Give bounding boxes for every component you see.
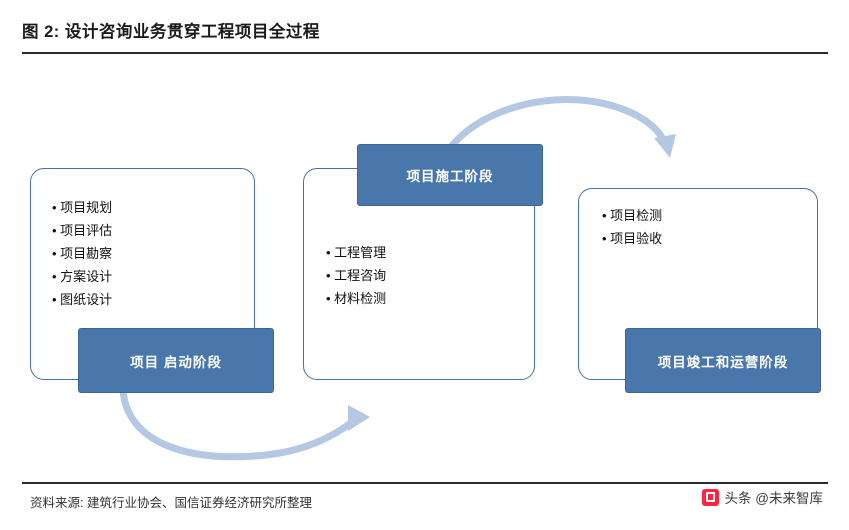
stage-1-label-box: 项目 启动阶段: [78, 328, 274, 393]
toutiao-logo-icon: [701, 488, 719, 506]
stage-2-bullet-1: 工程咨询: [326, 264, 386, 287]
stage-1-bullet-4: 图纸设计: [52, 288, 112, 311]
watermark: 头条 @未来智库: [701, 487, 823, 507]
watermark-text: 头条 @未来智库: [724, 491, 823, 506]
page-title: 图 2: 设计咨询业务贯穿工程项目全过程: [22, 23, 320, 41]
figure-header: 图 2: 设计咨询业务贯穿工程项目全过程: [22, 18, 827, 52]
process-flow-diagram: 项目规划 项目评估 项目勘察 方案设计 图纸设计 项目 启动阶段 工程管理 工程…: [0, 56, 849, 480]
stage-3-bullet-1: 项目验收: [602, 227, 662, 250]
diagram-arrows-layer: [119, 96, 676, 461]
stage-3-bullets: 项目检测 项目验收: [602, 204, 662, 250]
stage-1-bullet-3: 方案设计: [52, 265, 112, 288]
footer-divider: [22, 482, 828, 484]
stage-2-bullet-0: 工程管理: [326, 241, 386, 264]
stage-1-bullets: 项目规划 项目评估 项目勘察 方案设计 图纸设计: [52, 196, 112, 311]
source-note: 资料来源: 建筑行业协会、国信证券经济研究所整理: [30, 496, 312, 510]
arrow-stage1-to-stage2: [119, 387, 370, 461]
stage-2-bullets: 工程管理 工程咨询 材料检测: [326, 241, 386, 310]
stage-1-bullet-1: 项目评估: [52, 219, 112, 242]
stage-3-bullet-0: 项目检测: [602, 204, 662, 227]
stage-3-label-box: 项目竣工和运营阶段: [625, 328, 821, 393]
stage-1-bullet-0: 项目规划: [52, 196, 112, 219]
stage-2-label-box: 项目施工阶段: [357, 144, 543, 206]
stage-1-bullet-2: 项目勘察: [52, 242, 112, 265]
arrow-stage2-to-stage3: [439, 96, 676, 164]
header-divider: [22, 52, 828, 54]
stage-2-bullet-2: 材料检测: [326, 287, 386, 310]
